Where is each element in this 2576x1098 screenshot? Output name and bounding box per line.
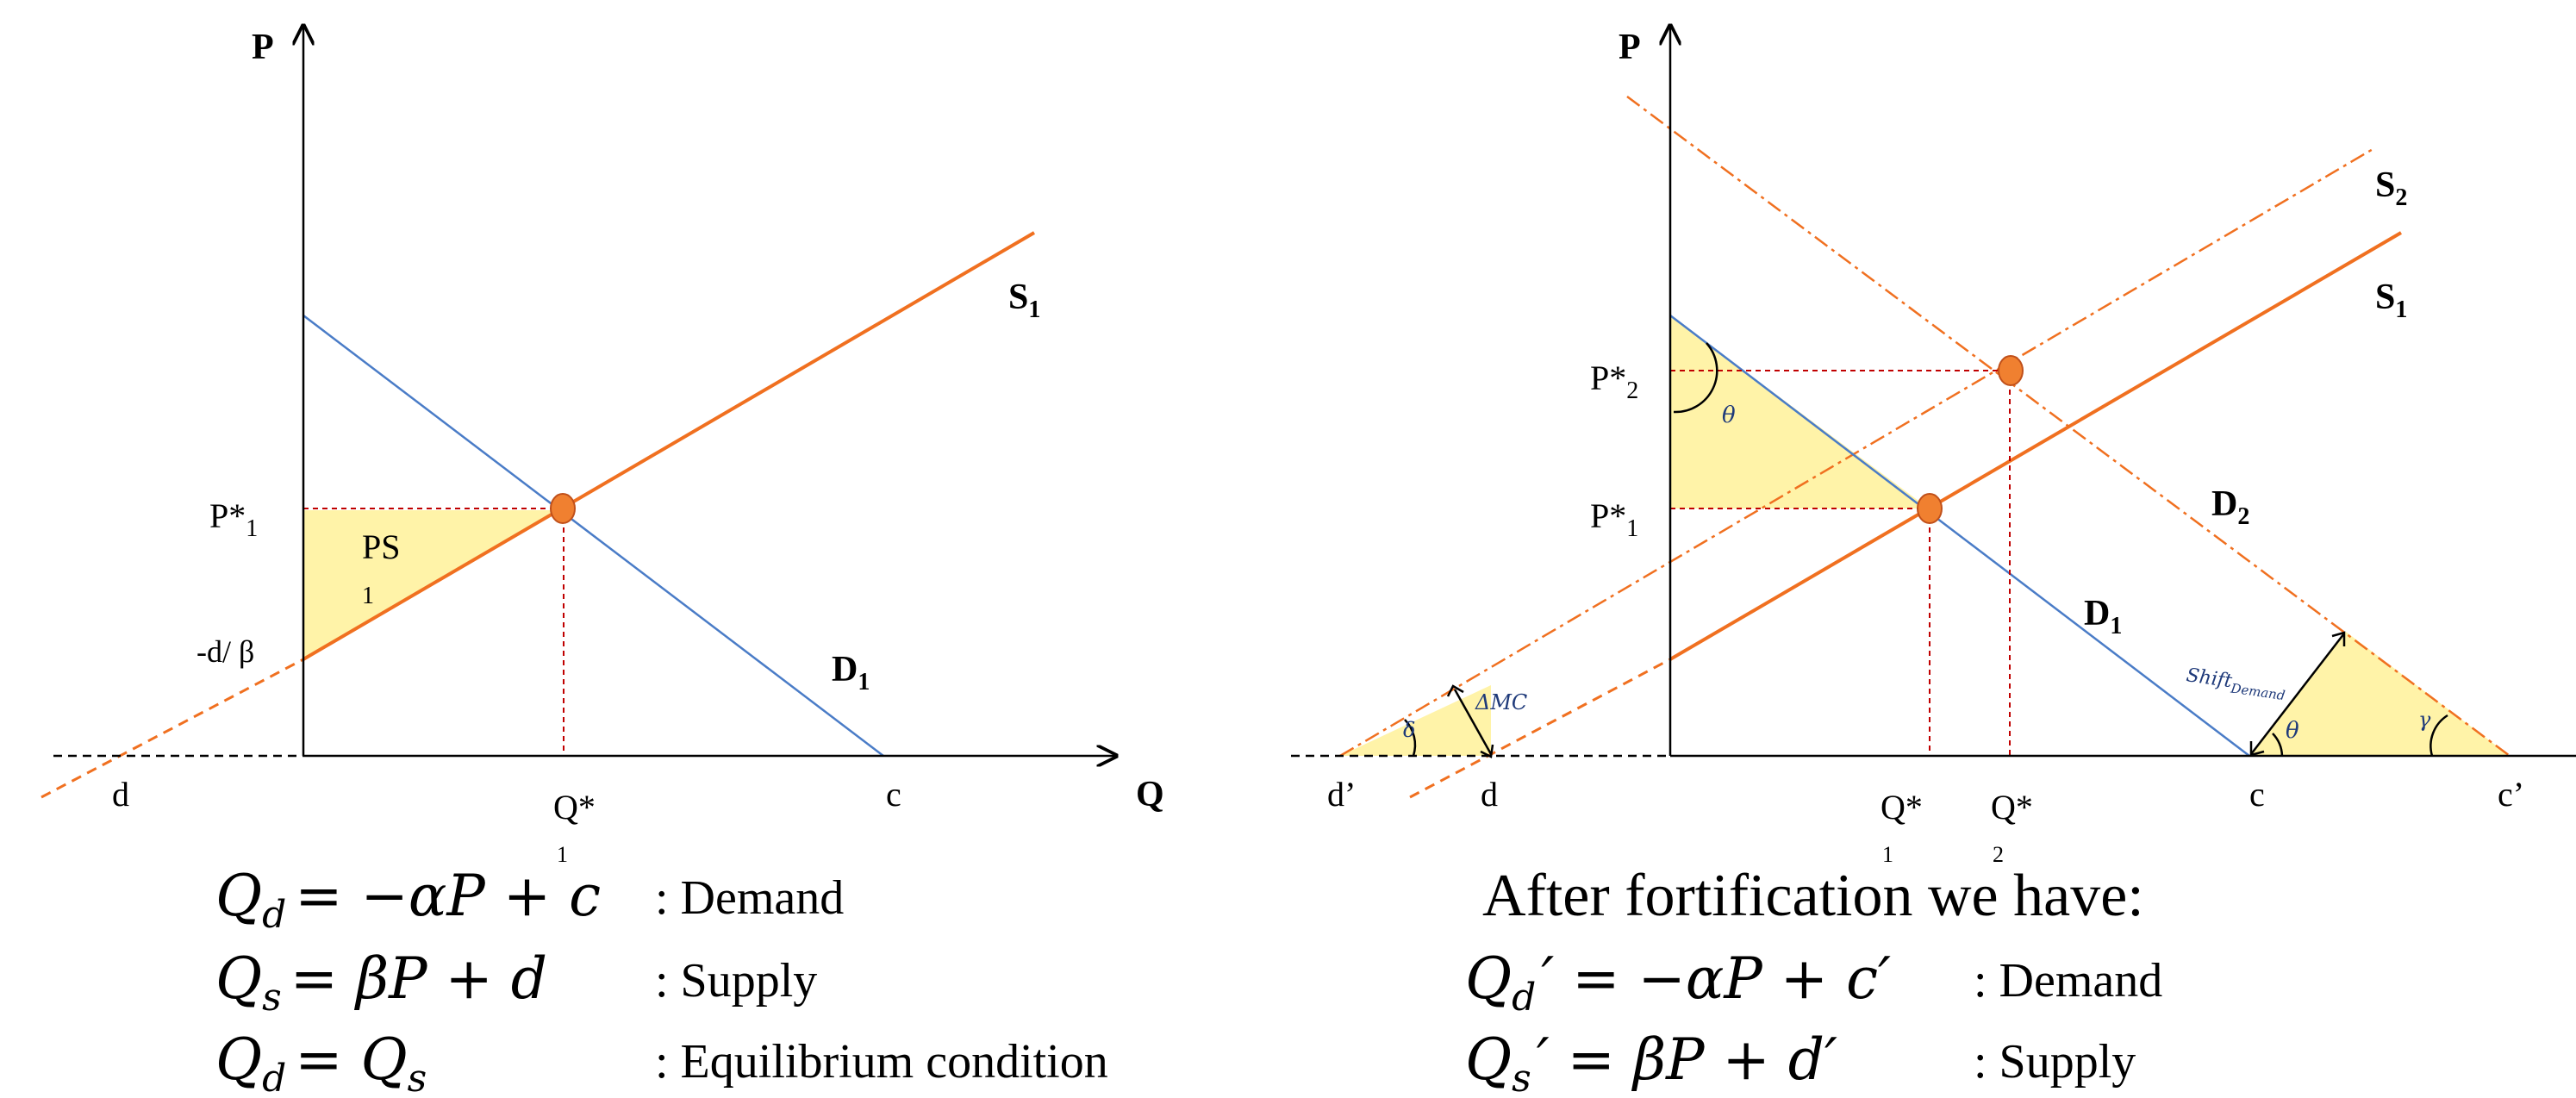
left-x-axis-label: Q (1136, 775, 1164, 814)
gamma-arc (2429, 714, 2448, 757)
demand-label-d1: D1 (832, 650, 870, 696)
x-label-d-right: d (1481, 775, 1498, 814)
supply-extension-dashed (41, 658, 304, 799)
delta-arc (1404, 719, 1417, 757)
delta-label: δ (1403, 718, 1415, 742)
theta-label-bottom: θ (2286, 718, 2299, 744)
delta-mc-arrowhead-bottom (1480, 744, 1494, 758)
right-panel: P S2 S1 D2 D1 P*2 P*1 θ θ δ γ ΔMC ShiftD… (1291, 26, 2576, 867)
demand-label-d2: D2 (2211, 484, 2249, 530)
eq-demand-desc: : Demand (655, 871, 844, 925)
supply-label-s1-right: S1 (2375, 278, 2407, 323)
demand-line-d1-right (1669, 315, 2250, 757)
supply-label-s2: S2 (2375, 165, 2407, 211)
equations-right: After fortification we have: Qd′ = −αP +… (1465, 863, 2162, 1098)
equilibrium-point-2 (1998, 355, 2024, 386)
demand-shift-arrowhead-bottom (2249, 741, 2265, 757)
demand-line-d1 (303, 315, 884, 757)
demand-label-d1-right: D1 (2084, 594, 2122, 639)
x-label-c: c (886, 775, 901, 814)
eq-demand: Qd= −αP + c (215, 863, 601, 937)
x-label-cprime: c’ (2498, 775, 2524, 814)
supply-label-s1: S1 (1008, 278, 1040, 323)
supply-line-s1 (302, 231, 1036, 661)
eq-equilibrium: Qd= Qs (215, 1026, 427, 1098)
equilibrium-point (550, 493, 576, 524)
price1-label: P*1 (1590, 496, 1638, 542)
supply-line-s2 (1339, 147, 2375, 758)
x-label-c-right: c (2249, 775, 2265, 814)
x-label-qstar1: Q* (1881, 788, 1923, 827)
theta-arc-top (1673, 342, 1718, 414)
producer-surplus-label: PS (362, 527, 401, 566)
producer-surplus-sub: 1 (362, 583, 374, 609)
x-label-qstar: Q* (553, 788, 596, 827)
theta-label-top: θ (1722, 402, 1736, 428)
eq-demand-prime: Qd′ = −αP + c′ (1465, 945, 1891, 1020)
x-label-qstar2: Q* (1991, 788, 2033, 827)
equilibrium-price-label: P*1 (209, 496, 258, 542)
equations-left: Qd= −αP + c : Demand Qs= βP + d : Supply… (215, 863, 1108, 1098)
x-label-dprime: d’ (1327, 775, 1356, 814)
x-label-d: d (112, 775, 129, 814)
x-label-qstar-sub: 1 (557, 842, 568, 867)
eq-supply-prime: Qs′ = βP + d′ (1465, 1026, 1837, 1098)
s1-extension-dashed (1409, 658, 1671, 799)
eq-supply-desc: : Supply (655, 954, 817, 1008)
eq-demand-prime-desc: : Demand (1974, 954, 2162, 1008)
left-y-axis-label: P (252, 28, 274, 67)
after-fortification-heading: After fortification we have: (1482, 863, 2144, 929)
supply-line-s1-right (1668, 231, 2403, 661)
delta-mc-arrowhead-top (1446, 684, 1464, 697)
demand-line-d2 (1626, 95, 2511, 758)
demand-shift-label: ShiftDemand (2185, 664, 2288, 703)
demand-shift-area (2249, 632, 2510, 756)
x-label-qstar2-sub: 2 (1993, 842, 2004, 867)
right-y-axis-label: P (1619, 28, 1641, 67)
demand-shift-arrowhead-top (2331, 631, 2346, 646)
eq-equilibrium-desc: : Equilibrium condition (655, 1035, 1108, 1089)
supply-intercept-label: -d/ β (196, 634, 254, 669)
eq-supply: Qs= βP + d (215, 945, 547, 1020)
eq-supply-prime-desc: : Supply (1974, 1035, 2136, 1089)
price2-label: P*2 (1590, 359, 1638, 404)
delta-mc-area (1340, 685, 1491, 756)
x-label-qstar1-sub: 1 (1882, 842, 1893, 867)
demand-shift-arrow (2250, 633, 2345, 755)
theta-arc-bottom (2272, 733, 2284, 757)
gamma-label: γ (2418, 708, 2431, 732)
delta-mc-arrow (1453, 689, 1493, 755)
left-panel: P Q S1 D1 P*1 -d/ β PS 1 d Q* 1 c (41, 26, 1164, 867)
equilibrium-point-1 (1917, 493, 1943, 524)
delta-mc-label: ΔMC (1475, 690, 1527, 714)
